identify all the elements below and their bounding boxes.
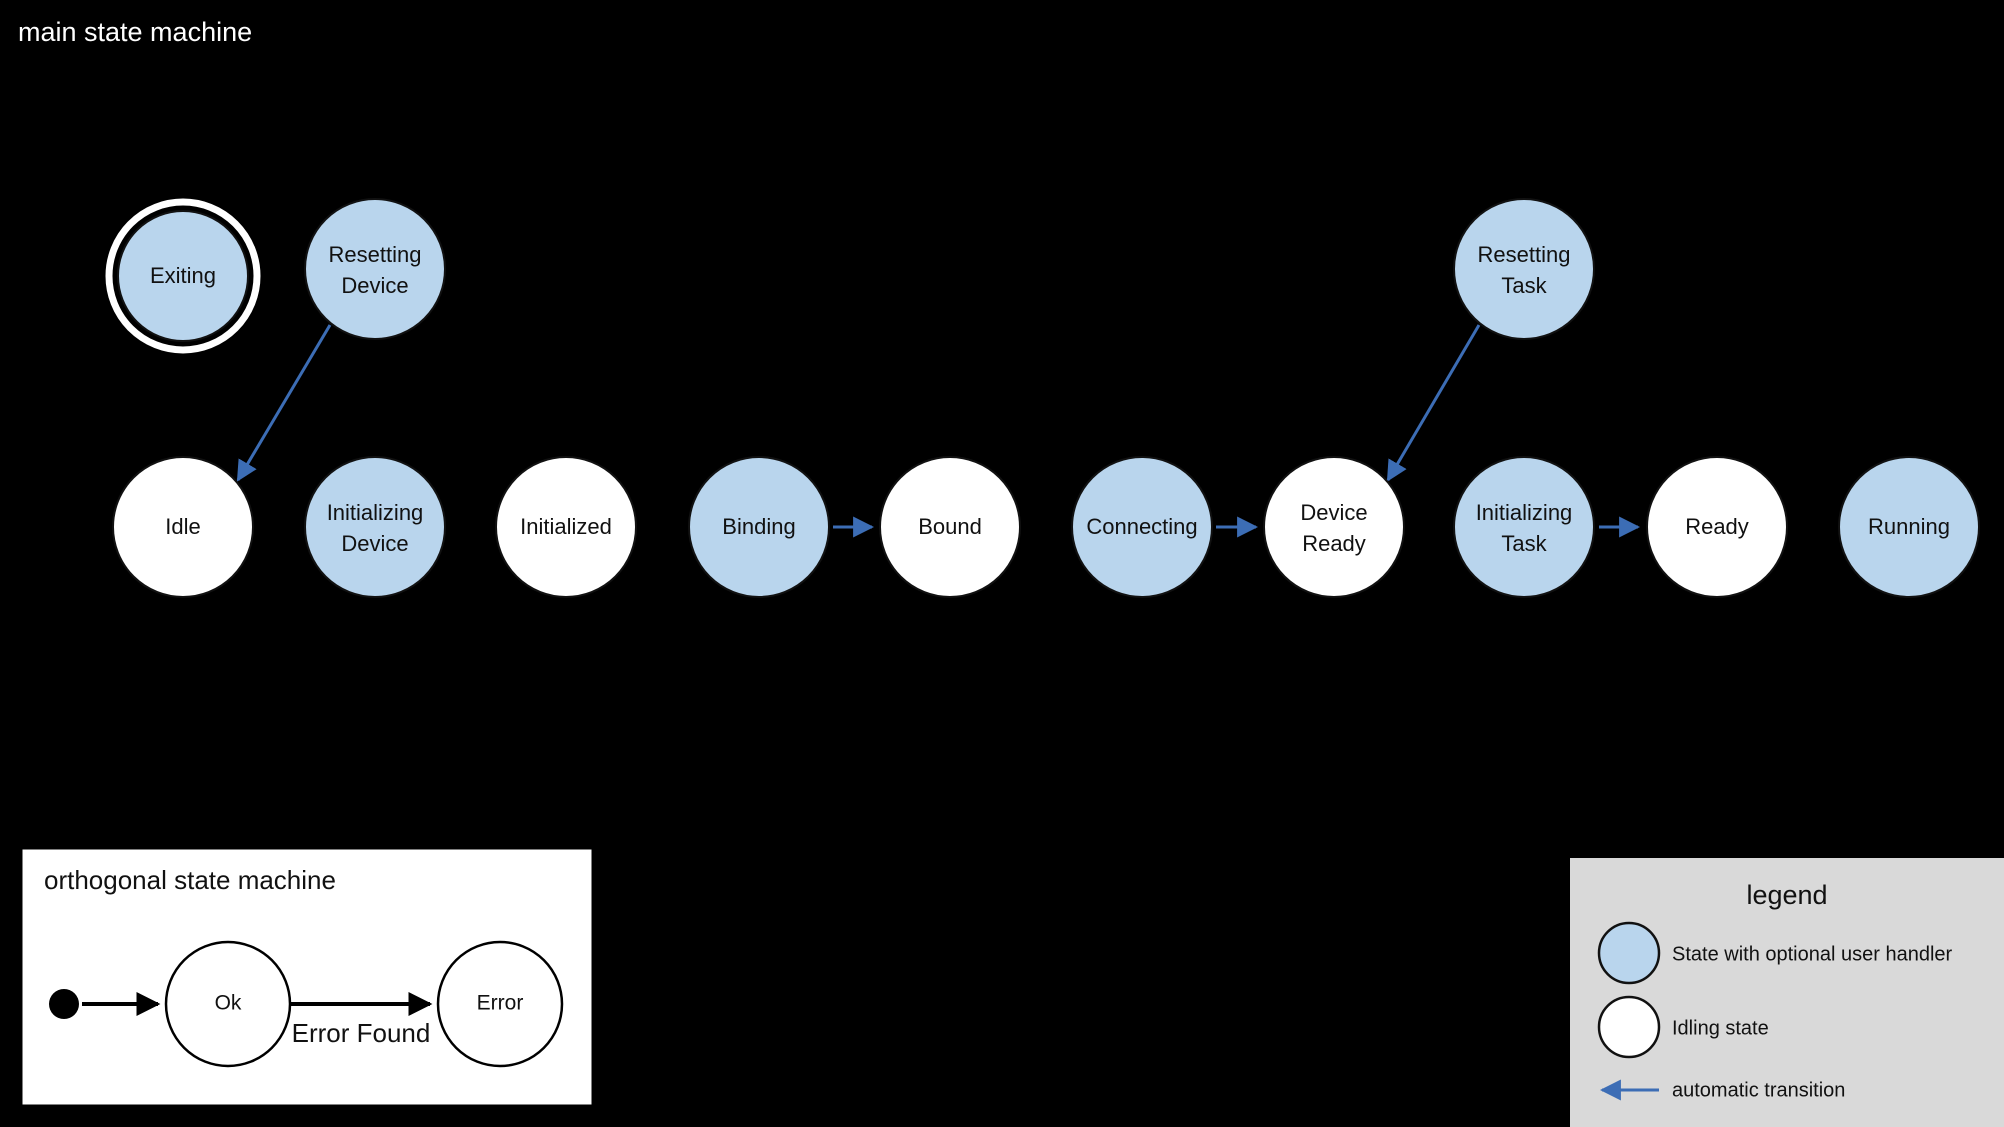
transition-label-error-found: Error Found xyxy=(292,1018,431,1048)
state-label-line2: Device xyxy=(341,531,408,556)
state-label-line2: Task xyxy=(1501,273,1547,298)
state-label-line1: Initializing xyxy=(327,500,424,525)
state-label: Initialized xyxy=(520,514,612,539)
state-label: Bound xyxy=(918,514,982,539)
state-node-idle[interactable]: Idle xyxy=(112,456,254,598)
state-label-line2: Device xyxy=(341,273,408,298)
legend-item-label-automatic: automatic transition xyxy=(1672,1079,1845,1101)
state-label: Exiting xyxy=(150,263,216,288)
state-node-initialized[interactable]: Initialized xyxy=(495,456,637,598)
state-circle[interactable] xyxy=(112,456,254,598)
final-state-ring xyxy=(105,198,261,354)
state-label-line2: Task xyxy=(1501,531,1547,556)
state-label: Running xyxy=(1868,514,1950,539)
state-node-initializing-device[interactable]: Initializing Device xyxy=(304,456,446,598)
state-label: Ready xyxy=(1685,514,1749,539)
state-node-resetting-task[interactable]: Resetting Task xyxy=(1453,198,1595,340)
state-node-running[interactable]: Running xyxy=(1838,456,1980,598)
state-circle[interactable] xyxy=(879,456,1021,598)
state-circle[interactable] xyxy=(1838,456,1980,598)
legend: legend State with optional user handler … xyxy=(1570,858,2004,1127)
state-node-device-ready[interactable]: Device Ready xyxy=(1263,456,1405,598)
ortho-state-label-ok: Ok xyxy=(215,992,242,1015)
orthogonal-state-machine: orthogonal state machine Ok Error Found … xyxy=(19,846,595,1108)
state-label: Idle xyxy=(165,514,200,539)
state-circle[interactable] xyxy=(1646,456,1788,598)
state-label-line1: Initializing xyxy=(1476,500,1573,525)
state-circle[interactable] xyxy=(1453,456,1595,598)
state-circle[interactable] xyxy=(304,198,446,340)
state-node-ready[interactable]: Ready xyxy=(1646,456,1788,598)
state-node-initializing-task[interactable]: Initializing Task xyxy=(1453,456,1595,598)
state-node-binding[interactable]: Binding xyxy=(688,456,830,598)
state-label-line1: Device xyxy=(1300,500,1367,525)
state-label: Binding xyxy=(722,514,795,539)
state-label-line1: Resetting xyxy=(1478,242,1571,267)
state-label-line1: Resetting xyxy=(329,242,422,267)
state-circle[interactable] xyxy=(1071,456,1213,598)
legend-item-label-idling: Idling state xyxy=(1672,1017,1769,1039)
ortho-state-label-error: Error xyxy=(477,992,524,1015)
page-title: main state machine xyxy=(18,17,252,47)
state-circle[interactable] xyxy=(1263,456,1405,598)
state-circle[interactable] xyxy=(1453,198,1595,340)
legend-white-circle-icon xyxy=(1597,995,1661,1059)
state-circle[interactable] xyxy=(304,456,446,598)
legend-title: legend xyxy=(1746,880,1827,910)
ortho-state-circle-error[interactable] xyxy=(436,940,564,1068)
orthogonal-title: orthogonal state machine xyxy=(44,865,336,895)
transition-resetting-task-to-device-ready xyxy=(1386,324,1481,482)
legend-box xyxy=(1570,858,2004,1127)
state-label-line2: Ready xyxy=(1302,531,1366,556)
state-label: Connecting xyxy=(1086,514,1197,539)
state-circle[interactable] xyxy=(688,456,830,598)
state-node-connecting[interactable]: Connecting xyxy=(1071,456,1213,598)
initial-state-dot xyxy=(49,989,79,1019)
main-transitions xyxy=(236,324,1641,538)
state-circle[interactable] xyxy=(117,210,249,342)
state-circle[interactable] xyxy=(495,456,637,598)
state-node-bound[interactable]: Bound xyxy=(879,456,1021,598)
legend-item-label-handler: State with optional user handler xyxy=(1672,943,1953,965)
transition-resetting-device-to-idle xyxy=(236,324,332,482)
state-node-resetting-device[interactable]: Resetting Device xyxy=(304,198,446,340)
legend-blue-circle-icon xyxy=(1597,921,1661,985)
state-node-exiting[interactable]: Exiting xyxy=(105,198,261,354)
